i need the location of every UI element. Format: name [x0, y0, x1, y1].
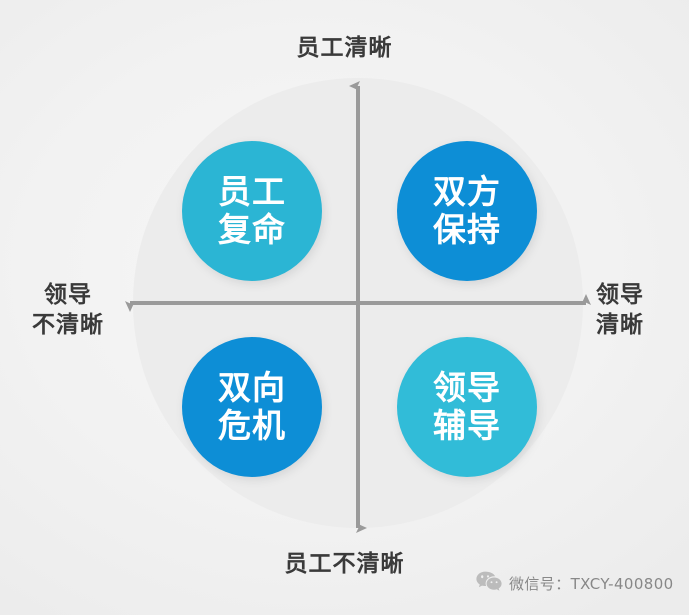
axis-label-left-line1: 领导: [44, 282, 92, 308]
bubble-label-line1: 员工: [218, 171, 286, 211]
bubble-label-line2: 危机: [218, 406, 286, 445]
axis-label-right-line1: 领导: [596, 282, 644, 308]
quadrant-bubble-bottom-right[interactable]: 领导 辅导: [397, 337, 537, 477]
bubble-label-line1: 双向: [218, 367, 286, 407]
bubble-label-line2: 复命: [218, 210, 286, 249]
axis-label-top: 员工清晰: [0, 33, 689, 63]
axis-label-top-text: 员工清晰: [296, 35, 393, 61]
wechat-icon: [476, 571, 502, 596]
quadrant-bubble-top-left[interactable]: 员工 复命: [182, 141, 322, 281]
bubble-label-line2: 辅导: [433, 406, 501, 445]
axis-label-right-line2: 清晰: [596, 312, 644, 339]
quadrant-bubble-top-right[interactable]: 双方 保持: [397, 141, 537, 281]
axis-label-right: 领导 清晰: [596, 280, 688, 341]
watermark: 微信号：TXCY-400800: [476, 571, 674, 596]
watermark-text: 微信号：TXCY-400800: [509, 575, 674, 593]
axis-label-bottom: 员工不清晰: [0, 549, 689, 579]
axis-label-left-line2: 不清晰: [32, 312, 104, 339]
bubble-label-line2: 保持: [433, 210, 501, 249]
bubble-label-line1: 双方: [433, 171, 501, 211]
axis-label-left: 领导 不清晰: [14, 280, 122, 341]
bubble-label-line1: 领导: [433, 367, 501, 407]
axis-label-bottom-text: 员工不清晰: [284, 551, 405, 577]
quadrant-bubble-bottom-left[interactable]: 双向 危机: [182, 337, 322, 477]
